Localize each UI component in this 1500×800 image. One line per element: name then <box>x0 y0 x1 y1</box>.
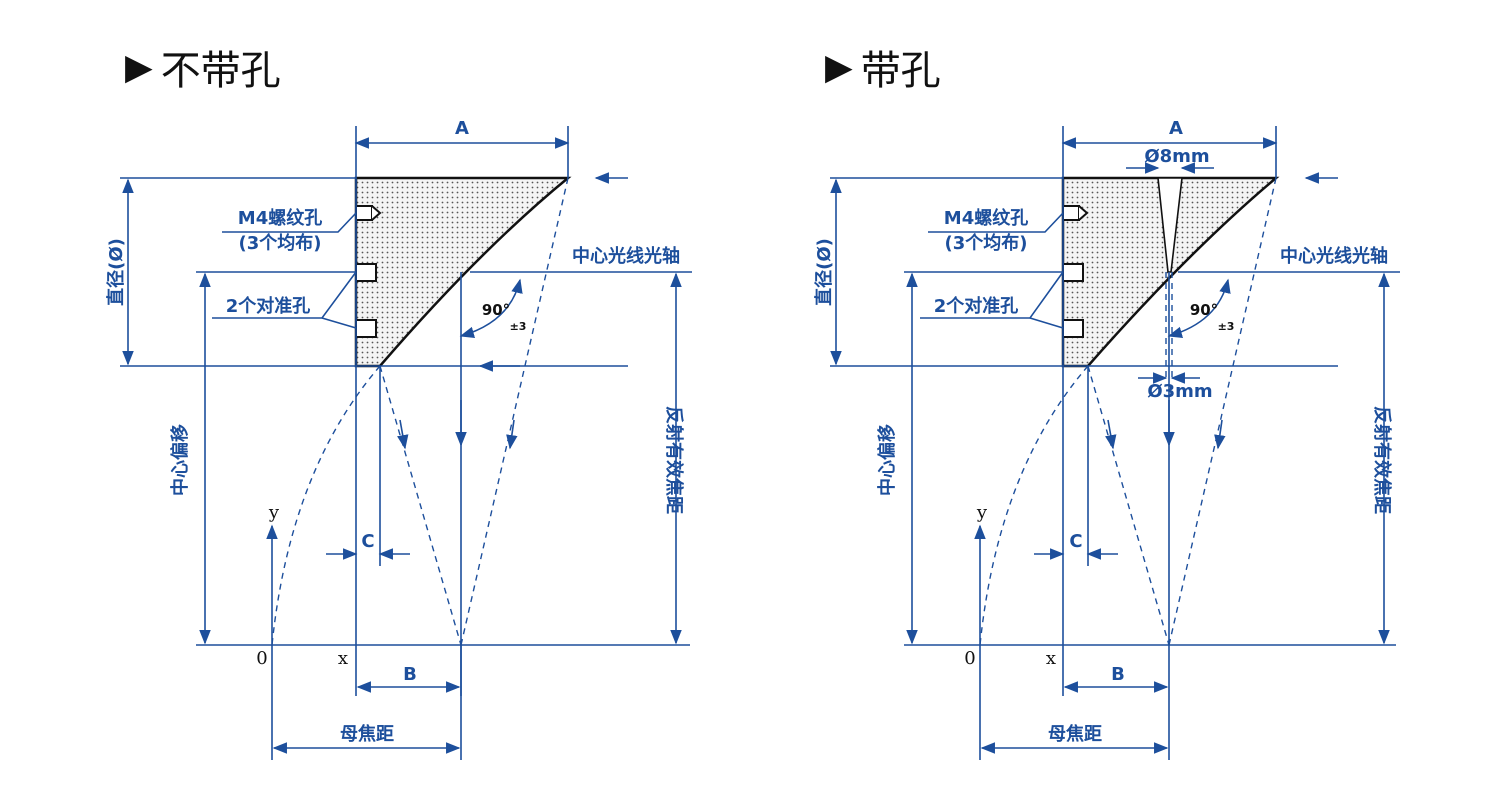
heading-with-hole: ▶ 带孔 <box>825 38 941 96</box>
thread-hole-note: (3个均布) <box>239 232 322 254</box>
origin-label: 0 <box>964 648 975 669</box>
parent-focal-label: 母焦距 <box>1048 723 1102 745</box>
through-hole-icon <box>1157 177 1183 273</box>
origin-label: 0 <box>256 648 267 669</box>
align-hole-1-icon <box>1062 263 1084 282</box>
y-axis-label: y <box>268 502 280 523</box>
diagram-with-hole: A Ø8mm 直径(Ø) 中心偏移 反射有效焦距 中心光线光轴 Ø3mm <box>813 118 1400 760</box>
triangle-icon: ▶ <box>125 46 153 88</box>
hole-top-label: Ø8mm <box>1144 146 1209 167</box>
x-axis-label: x <box>338 648 348 669</box>
dim-a-label: A <box>1169 118 1183 139</box>
angle-label: 90° <box>482 301 510 319</box>
effective-focal-label: 反射有效焦距 <box>1371 406 1393 514</box>
align-hole-1-icon <box>355 263 377 282</box>
thread-hole-tip-icon <box>1078 205 1089 221</box>
mirror-part-body <box>354 176 572 368</box>
center-offset-label: 中心偏移 <box>169 424 191 496</box>
triangle-icon: ▶ <box>825 46 853 88</box>
effective-focal-label: 反射有效焦距 <box>663 406 685 514</box>
align-hole-2-icon <box>1062 319 1084 338</box>
thread-hole-tip-icon <box>371 205 382 221</box>
align-hole-2-icon <box>355 319 377 338</box>
diameter-label: 直径(Ø) <box>813 238 835 306</box>
heading-with-hole-text: 带孔 <box>860 48 941 94</box>
y-axis-label: y <box>976 502 988 523</box>
thread-hole-label: M4螺纹孔 <box>944 207 1028 229</box>
optical-axis-label: 中心光线光轴 <box>572 245 680 267</box>
heading-no-hole: ▶ 不带孔 <box>125 38 281 96</box>
angle-label: 90° <box>1190 301 1218 319</box>
align-holes-label: 2个对准孔 <box>226 295 311 317</box>
dim-a-label: A <box>455 118 469 139</box>
hole-bottom-label: Ø3mm <box>1147 381 1212 402</box>
dim-c-label: C <box>1069 531 1082 552</box>
angle-tol-label: ±3 <box>1218 320 1235 333</box>
thread-hole-icon <box>355 205 373 221</box>
thread-hole-note: (3个均布) <box>945 232 1028 254</box>
thread-hole-label: M4螺纹孔 <box>238 207 322 229</box>
heading-no-hole-text: 不带孔 <box>160 48 281 94</box>
dim-b-label: B <box>403 664 417 685</box>
diagram-no-hole: A 直径(Ø) 中心偏移 反射有效焦距 中心光线光轴 C <box>105 118 692 760</box>
thread-hole-icon <box>1062 205 1080 221</box>
angle-tol-label: ±3 <box>510 320 527 333</box>
x-axis-label: x <box>1046 648 1056 669</box>
align-holes-label: 2个对准孔 <box>934 295 1019 317</box>
parent-focal-label: 母焦距 <box>340 723 394 745</box>
center-offset-label: 中心偏移 <box>876 424 898 496</box>
optical-axis-label: 中心光线光轴 <box>1280 245 1388 267</box>
dim-c-label: C <box>361 531 374 552</box>
dim-b-label: B <box>1111 664 1125 685</box>
diameter-label: 直径(Ø) <box>105 238 127 306</box>
